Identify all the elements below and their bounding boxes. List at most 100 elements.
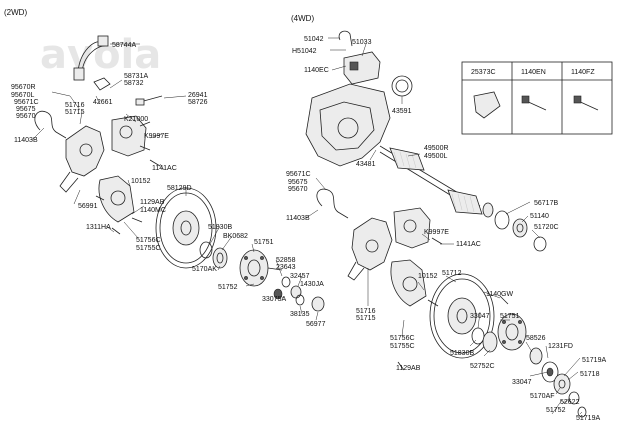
part-label: 1140MC [140,207,166,214]
part-label: 38135 [290,311,310,318]
dust-seal-bore-part [516,223,524,233]
part-label: 51718 [580,371,600,378]
part-label: 58726 [188,99,208,106]
dust-seal-part [512,218,528,238]
bearing-part [212,247,228,269]
part-label: 23643 [276,264,296,271]
part-label: 33047 [512,379,532,386]
part-label: BK0682 [223,233,248,240]
part-label: 51720C [534,224,559,231]
legend-table-border [461,61,613,135]
part-label: 11403B [286,215,310,222]
actuator-part [343,51,381,85]
breather-hose-part [338,30,353,47]
caliper-bolt-part [149,159,161,167]
part-label: K9997E [144,133,169,140]
housing-bore-part [337,117,359,139]
cv-boot-ribs [393,151,417,169]
dust-cover-part-4wd [390,259,427,307]
hub-stud-part [260,276,264,280]
part-label: 51033 [352,39,372,46]
part-label: 1231FD [548,343,573,350]
part-label: 51042 [304,36,324,43]
cover-bolt-part-4wd [427,299,439,307]
legend-header-cell: 1140FZ [571,69,595,76]
spacer-part [295,294,305,306]
part-label: 51715 [65,109,85,116]
hub-stud-part [244,276,248,280]
part-label: 11403B [14,137,38,144]
part-label: 52752C [470,363,495,370]
part-label: 1140GW [486,291,513,298]
part-label: 95670 [16,113,36,120]
lock-nut-part [273,288,283,300]
hub-stud-part-4wd [502,320,506,324]
part-label: 52622 [560,399,580,406]
part-label: 51751 [254,239,274,246]
part-label: 58526 [526,335,546,342]
dust-cover-hole-part [110,190,126,206]
knuckle-bore-part [79,143,93,157]
spacer-ring-part [533,236,547,252]
brake-disc-part-4wd [429,273,495,359]
part-label: 51719A [582,357,606,364]
part-label: K21000 [124,116,148,123]
caliper-bolt-part-4wd [431,237,443,245]
part-label: 51830B [208,224,232,231]
part-label: H51042 [292,48,317,55]
steering-knuckle-part [65,125,105,177]
lock-ring-part [529,347,543,365]
part-label: K9997E [424,229,449,236]
knuckle-arm-part [59,171,79,193]
wheel-hub-center-part-4wd [505,323,519,341]
part-label: 51716 [65,102,85,109]
part-labels: 58744A 95670R 95670L 95671C 95675 95670 … [11,36,606,422]
brake-disc-center-part [180,220,192,236]
oil-seal-part [391,75,413,97]
dust-cover-hole-part-4wd [402,276,418,292]
knuckle-bolt-part [111,227,121,235]
part-label: 56977 [306,321,326,328]
locking-hub-center-part [558,379,566,389]
part-label: 51755C [136,245,161,252]
part-label: 51830B [450,350,474,357]
wheel-hub-center-part [247,259,261,277]
part-label: 51751 [500,313,520,320]
part-label: 1141AC [456,241,481,248]
part-label: 42661 [93,99,113,106]
hub-cap-part-4wd [568,391,580,405]
oil-seal-inner-part [395,79,409,93]
fastener-legend-table: 25373C 1140EN 1140FZ [461,61,613,135]
hub-cap-part [311,296,325,312]
part-label: 95675 [16,106,36,113]
sensor-bolt-part [95,195,105,201]
part-label: 5170AK [192,266,217,273]
gear-housing-part [305,83,391,167]
caliper-piston-part-4wd [403,219,417,233]
clip-icon [473,91,501,119]
cv-boot-outer-part [447,189,483,215]
part-label: 1140EC [304,67,329,74]
washer-part [281,276,291,288]
part-label: 95671C [14,99,39,106]
part-label: 51755C [390,343,415,350]
hub-bolt-part-4wd [499,295,509,305]
part-label: 58744A [112,42,136,49]
brake-caliper-part-4wd [393,207,431,249]
part-label: 51756C [390,335,415,342]
hub-stud-part-4wd [502,340,506,344]
part-label: 56717B [534,200,558,207]
cv-joint-part [482,202,494,218]
part-label: 49500R [424,145,449,152]
part-label: 32457 [290,273,310,280]
wheel-hub-part [239,249,269,287]
part-label: 95671C [286,171,311,178]
cv-boot-inner-part [389,147,425,171]
brake-disc-hat-part-4wd [447,297,477,335]
flange-bolt-head-icon [573,95,582,104]
part-label: 52858 [276,257,296,264]
part-label: 58129D [167,185,192,192]
hose-fitting-top-part [97,35,109,47]
part-label: 49500L [424,153,447,160]
